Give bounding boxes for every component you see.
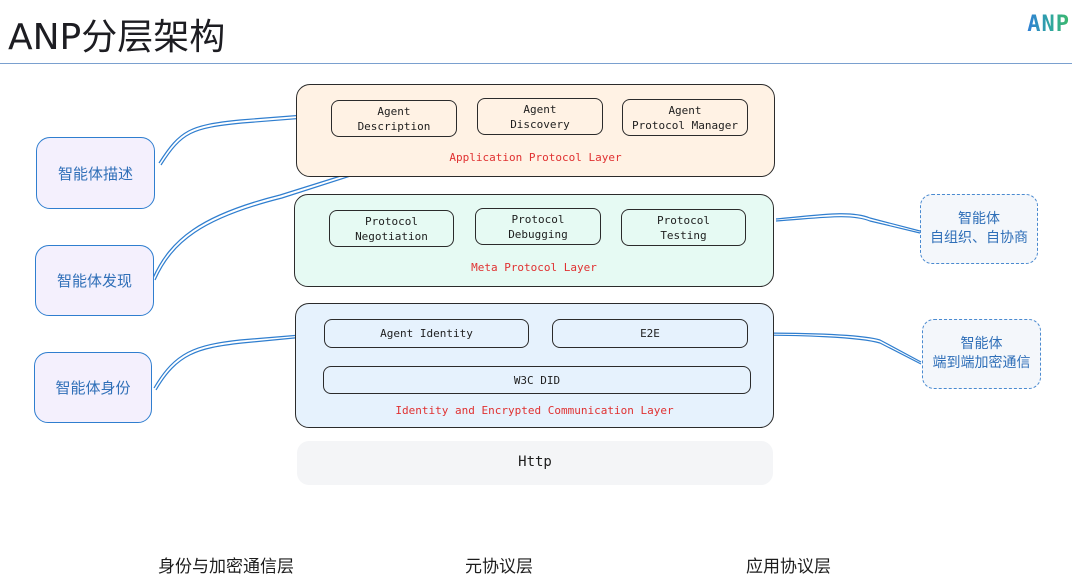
note-self-organize-negotiate: 智能体 自组织、自协商 — [920, 194, 1038, 264]
note-line-2: 端到端加密通信 — [932, 355, 1031, 371]
e2e-box: E2E — [552, 319, 748, 348]
title-divider — [0, 63, 1072, 64]
agent-description-box: Agent Description — [331, 100, 457, 137]
bottom-label-application-layer: 应用协议层 — [746, 557, 831, 577]
bottom-label-identity-layer: 身份与加密通信层 — [158, 557, 294, 577]
page-title: ANP分层架构 — [8, 17, 226, 58]
protocol-negotiation-box: Protocol Negotiation — [329, 210, 454, 247]
protocol-testing-box: Protocol Testing — [621, 209, 746, 246]
meta-layer-label: Meta Protocol Layer — [471, 261, 597, 274]
agent-identity-box: Agent Identity — [324, 319, 529, 348]
http-layer: Http — [297, 441, 773, 485]
note-agent-identity: 智能体身份 — [34, 352, 152, 423]
agent-protocol-manager-box: Agent Protocol Manager — [622, 99, 748, 136]
note-line-1: 智能体 — [960, 336, 1003, 352]
note-e2e-encrypted-communication: 智能体 端到端加密通信 — [922, 319, 1041, 389]
connector-meta-right — [775, 213, 921, 232]
protocol-debugging-box: Protocol Debugging — [475, 208, 601, 245]
w3c-did-box: W3C DID — [323, 366, 751, 394]
identity-layer-label: Identity and Encrypted Communication Lay… — [395, 404, 674, 417]
note-line-2: 自组织、自协商 — [930, 230, 1028, 246]
bottom-label-meta-layer: 元协议层 — [465, 557, 533, 577]
agent-discovery-box: Agent Discovery — [477, 98, 603, 135]
anp-logo: ANP — [1027, 12, 1070, 37]
meta-protocol-layer: Protocol Negotiation Protocol Debugging … — [294, 194, 774, 287]
application-protocol-layer: Agent Description Agent Discovery Agent … — [296, 84, 775, 177]
identity-encrypted-communication-layer: Agent Identity E2E W3C DID Identity and … — [295, 303, 774, 428]
http-label: Http — [518, 454, 552, 470]
application-layer-label: Application Protocol Layer — [449, 151, 622, 164]
note-line-1: 智能体 — [958, 211, 1000, 227]
note-agent-description: 智能体描述 — [36, 137, 155, 209]
note-agent-discovery: 智能体发现 — [35, 245, 154, 316]
